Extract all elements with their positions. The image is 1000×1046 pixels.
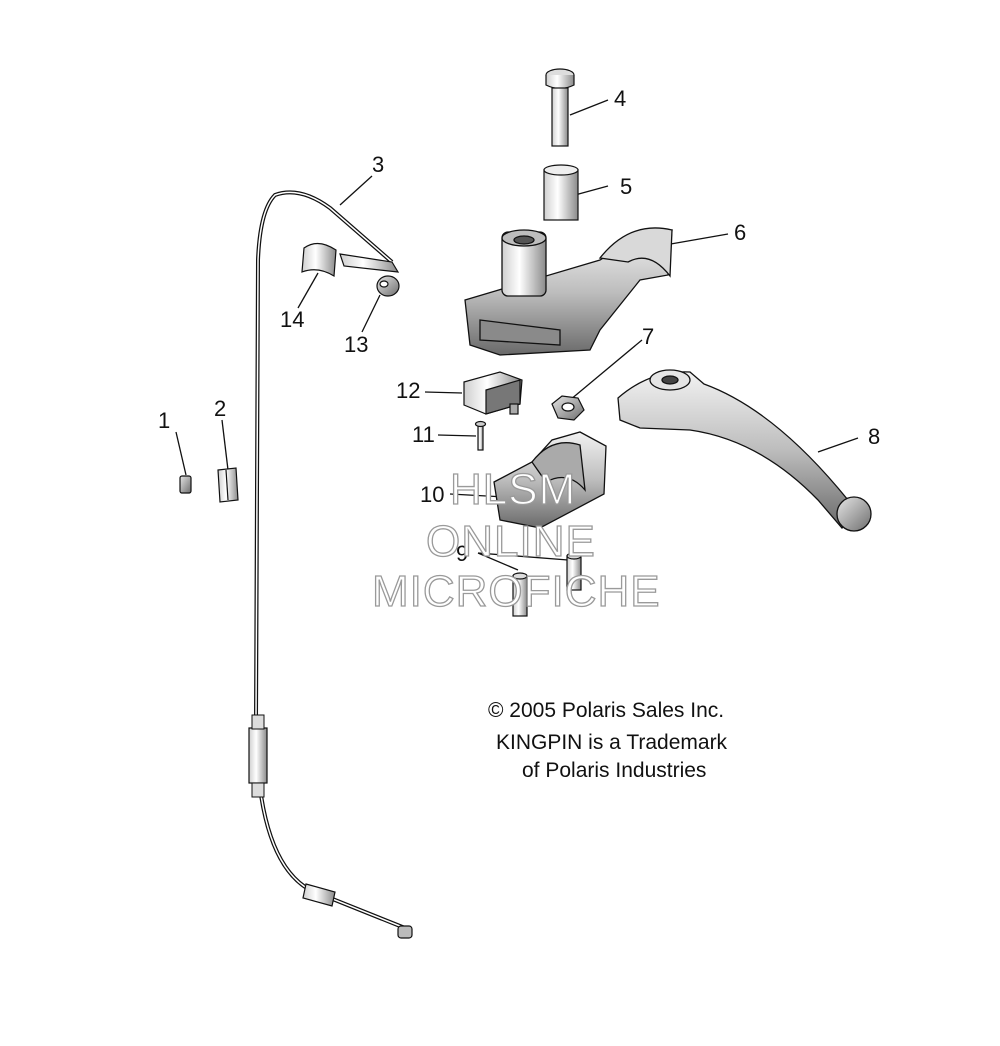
callout-5: 5 — [620, 174, 633, 199]
callout-10: 10 — [420, 482, 445, 507]
part-3-cable — [248, 190, 413, 939]
callout-8: 8 — [868, 424, 881, 449]
copyright-line-1: © 2005 Polaris Sales Inc. — [488, 699, 725, 722]
part-10-clamp — [493, 431, 607, 529]
watermark-line-1: HLSM — [449, 465, 577, 514]
part-14-bushing — [301, 242, 337, 278]
callout-9: 9 — [456, 541, 469, 566]
callout-4: 4 — [614, 86, 627, 111]
callout-7: 7 — [642, 324, 655, 349]
part-13-ferrule — [376, 275, 400, 297]
part-6-perch — [464, 227, 673, 356]
copyright-line-2: KINGPIN is a Trademark — [496, 731, 728, 754]
leader-lines — [175, 99, 859, 571]
part-1-clip — [179, 475, 192, 494]
callout-1: 1 — [158, 408, 171, 433]
callout-2: 2 — [214, 396, 227, 421]
part-11-screw — [474, 420, 487, 451]
part-12-switch — [463, 371, 523, 415]
watermark-line-3: MICROFICHE — [371, 567, 661, 616]
part-2-sleeve — [217, 467, 239, 503]
callout-13: 13 — [344, 332, 369, 357]
part-8-lever — [617, 369, 872, 532]
callout-12: 12 — [396, 378, 421, 403]
part-4-pivot-bolt — [545, 68, 575, 147]
callout-14: 14 — [280, 307, 305, 332]
part-5-sleeve — [543, 164, 579, 221]
part-9-screws — [512, 552, 582, 617]
copyright-line-3: of Polaris Industries — [522, 759, 707, 782]
callout-11: 11 — [412, 422, 435, 447]
callout-3: 3 — [372, 152, 385, 177]
watermark-line-2: ONLINE — [425, 517, 596, 566]
part-7-nut — [551, 395, 585, 421]
callout-6: 6 — [734, 220, 747, 245]
